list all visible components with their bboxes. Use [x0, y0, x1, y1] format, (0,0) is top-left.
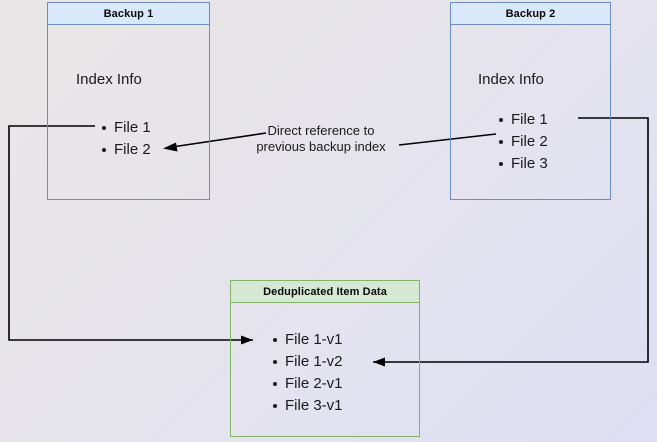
- list-item: File 2-v1: [272, 373, 343, 395]
- deduplicated-item-data-title: Deduplicated Item Data: [231, 281, 419, 303]
- backup-1-title: Backup 1: [48, 3, 209, 25]
- backup-2-file-list: File 1 File 2 File 3: [498, 109, 548, 175]
- deduplicated-item-data-box: Deduplicated Item Data File 1-v1 File 1-…: [230, 280, 420, 437]
- backup-2-index-info-label: Index Info: [478, 71, 544, 88]
- list-item: File 1: [498, 109, 548, 131]
- direct-reference-label: Direct reference to previous backup inde…: [256, 123, 386, 154]
- list-item: File 3: [498, 153, 548, 175]
- backup-1-file-list: File 1 File 2: [101, 117, 151, 161]
- list-item: File 3-v1: [272, 395, 343, 417]
- backup-2-title: Backup 2: [451, 3, 610, 25]
- backup-1-body: Index Info File 1 File 2: [48, 25, 209, 199]
- list-item: File 2: [101, 139, 151, 161]
- backup-2-box: Backup 2 Index Info File 1 File 2 File 3: [450, 2, 611, 200]
- deduplicated-file-list: File 1-v1 File 1-v2 File 2-v1 File 3-v1: [272, 329, 343, 417]
- list-item: File 1: [101, 117, 151, 139]
- deduplicated-item-data-body: File 1-v1 File 1-v2 File 2-v1 File 3-v1: [231, 303, 419, 436]
- list-item: File 2: [498, 131, 548, 153]
- list-item: File 1-v1: [272, 329, 343, 351]
- backup-1-box: Backup 1 Index Info File 1 File 2: [47, 2, 210, 200]
- list-item: File 1-v2: [272, 351, 343, 373]
- backup-1-index-info-label: Index Info: [76, 71, 142, 88]
- backup-2-body: Index Info File 1 File 2 File 3: [451, 25, 610, 199]
